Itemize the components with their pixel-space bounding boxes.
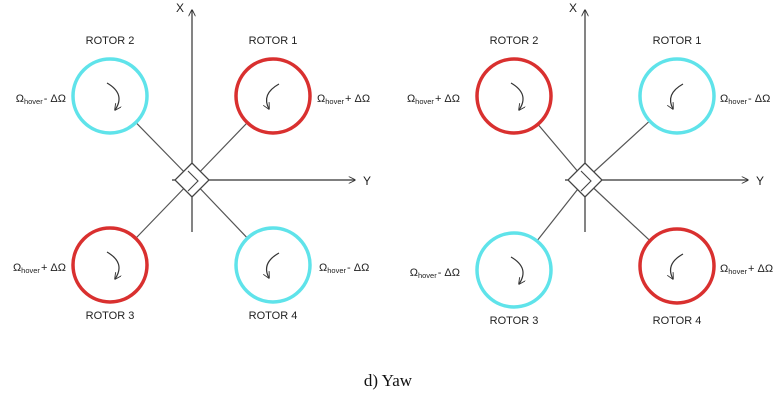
rotor-label: ROTOR 4 [249, 310, 298, 322]
speed-subscript: hover [415, 97, 434, 106]
rotor-arm [584, 179, 651, 242]
rotor-circle [71, 226, 149, 304]
rotor-circle [234, 226, 312, 304]
speed-subscript: hover [327, 266, 346, 275]
rotor-label: ROTOR 4 [653, 315, 702, 327]
body-direction-mark [187, 170, 199, 192]
speed-subscript: hover [728, 97, 747, 106]
body-direction-mark [580, 170, 592, 192]
clockwise-arrow-icon [106, 251, 119, 279]
rotor-circle [475, 57, 553, 135]
speed-delta: - ΔΩ [347, 262, 369, 274]
clockwise-arrow-icon [510, 82, 523, 110]
speed-symbol: Ω [720, 263, 728, 275]
rotor-speed-label: Ωhover+ ΔΩ [407, 93, 460, 106]
rotor-label: ROTOR 1 [653, 35, 702, 47]
speed-symbol: Ω [13, 262, 21, 274]
speed-subscript: hover [24, 97, 43, 106]
rotor-2: ROTOR 2 Ωhover- ΔΩ [16, 35, 149, 135]
speed-delta: + ΔΩ [41, 262, 66, 274]
rotor-speed-label: Ωhover+ ΔΩ [13, 262, 66, 275]
counterclockwise-arrow-icon [671, 83, 684, 109]
rotor-label: ROTOR 2 [86, 35, 135, 47]
rotor-3: ROTOR 3 Ωhover+ ΔΩ [13, 226, 149, 322]
rotor-label: ROTOR 3 [86, 310, 135, 322]
speed-subscript: hover [325, 97, 344, 106]
speed-symbol: Ω [410, 267, 418, 279]
figure-caption: d) Yaw [364, 371, 413, 390]
rotor-circle [638, 227, 716, 305]
speed-subscript: hover [728, 267, 747, 276]
speed-symbol: Ω [407, 93, 415, 105]
rotor-speed-label: Ωhover- ΔΩ [16, 93, 66, 106]
rotor-4: ROTOR 4 Ωhover+ ΔΩ [638, 227, 773, 327]
speed-delta: + ΔΩ [748, 263, 773, 275]
rotor-label: ROTOR 3 [490, 315, 539, 327]
speed-delta: + ΔΩ [435, 93, 460, 105]
clockwise-arrow-icon [510, 256, 523, 284]
rotor-2: ROTOR 2 Ωhover+ ΔΩ [407, 35, 553, 135]
counterclockwise-arrow-icon [267, 252, 280, 278]
rotor-arm [191, 179, 248, 239]
rotor-circle [638, 57, 716, 135]
speed-delta: - ΔΩ [438, 267, 460, 279]
rotor-label: ROTOR 1 [249, 35, 298, 47]
rotor-speed-label: Ωhover+ ΔΩ [317, 93, 370, 106]
rotor-4: ROTOR 4 Ωhover- ΔΩ [234, 226, 369, 322]
rotor-arm [536, 179, 586, 242]
rotor-circle [475, 231, 553, 309]
rotor-arm [135, 122, 193, 181]
rotor-speed-label: Ωhover- ΔΩ [319, 262, 369, 275]
speed-symbol: Ω [720, 93, 728, 105]
speed-delta: + ΔΩ [345, 93, 370, 105]
rotor-1: ROTOR 1 Ωhover+ ΔΩ [234, 35, 370, 135]
y-axis-label: Y [363, 174, 371, 188]
rotor-speed-label: Ωhover+ ΔΩ [720, 263, 773, 276]
quadrotor-body [567, 162, 603, 198]
counterclockwise-arrow-icon [671, 253, 684, 279]
rotor-arm [584, 120, 651, 181]
speed-delta: - ΔΩ [44, 93, 66, 105]
rotor-circle [234, 57, 312, 135]
rotor-3: ROTOR 3 Ωhover- ΔΩ [410, 231, 553, 327]
rotor-label: ROTOR 2 [490, 35, 539, 47]
speed-symbol: Ω [317, 93, 325, 105]
rotor-speed-label: Ωhover- ΔΩ [720, 93, 770, 106]
x-axis-label: X [569, 1, 577, 15]
rotor-arm [191, 122, 248, 181]
quadrotor-body [174, 162, 210, 198]
speed-symbol: Ω [319, 262, 327, 274]
rotor-circle [71, 57, 149, 135]
counterclockwise-arrow-icon [267, 83, 280, 109]
speed-delta: - ΔΩ [748, 93, 770, 105]
rotor-1: ROTOR 1 Ωhover- ΔΩ [638, 35, 770, 135]
speed-subscript: hover [21, 266, 40, 275]
rotor-speed-label: Ωhover- ΔΩ [410, 267, 460, 280]
x-axis-label: X [176, 1, 184, 15]
speed-subscript: hover [418, 271, 437, 280]
speed-symbol: Ω [16, 93, 24, 105]
y-axis-label: Y [756, 174, 764, 188]
clockwise-arrow-icon [106, 82, 119, 110]
rotor-arm [135, 179, 193, 239]
